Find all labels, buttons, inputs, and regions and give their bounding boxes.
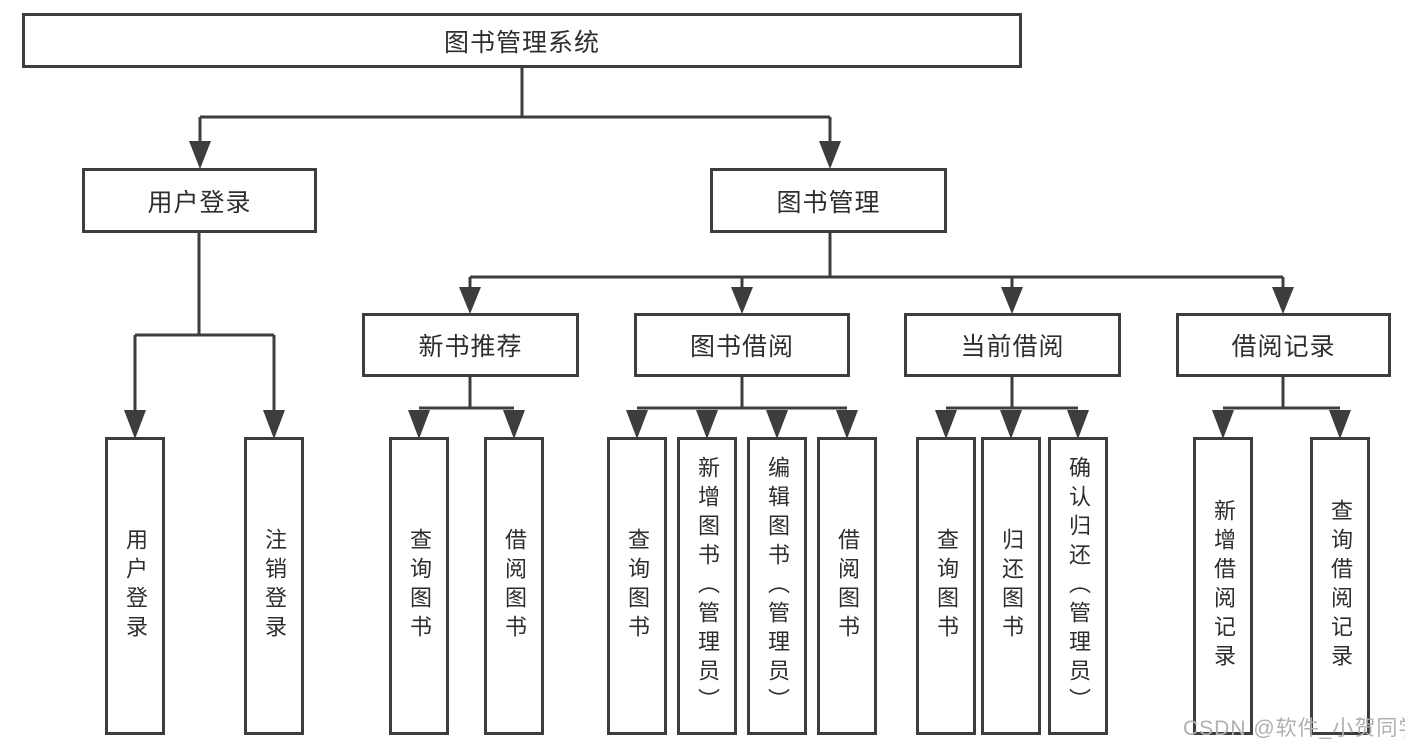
leaf-edit-books-admin: 编辑图书（管理员） xyxy=(747,437,807,735)
leaf-query-books-borrowing: 查询图书 xyxy=(607,437,667,735)
arrow-leaf-11 xyxy=(1067,410,1089,439)
connector-borrow-records-children xyxy=(1223,377,1340,410)
arrow-new-book xyxy=(459,287,481,314)
node-root-title: 图书管理系统 xyxy=(22,13,1022,68)
connector-book-borrowing-children xyxy=(637,377,847,410)
leaf-query-books-current: 查询图书 xyxy=(916,437,976,735)
connector-book-management-children xyxy=(468,233,1285,290)
node-book-borrowing: 图书借阅 xyxy=(634,313,850,377)
node-new-book-recommend: 新书推荐 xyxy=(362,313,579,377)
leaf-logout: 注销登录 xyxy=(244,437,304,735)
arrow-leaf-5 xyxy=(626,410,648,439)
leaf-borrow-books-borrowing: 借阅图书 xyxy=(817,437,877,735)
arrow-leaf-8 xyxy=(836,410,858,439)
connector-new-book-children xyxy=(419,377,514,410)
connector-root-to-level2 xyxy=(198,68,832,143)
leaf-return-books: 归还图书 xyxy=(981,437,1041,735)
arrow-user-login xyxy=(189,141,211,169)
arrow-leaf-2 xyxy=(263,410,285,439)
leaf-borrow-books-recommend: 借阅图书 xyxy=(484,437,544,735)
connector-current-borrowing-children xyxy=(946,377,1078,410)
arrow-leaf-3 xyxy=(408,410,430,439)
arrow-leaf-6 xyxy=(696,410,718,439)
leaf-confirm-return-admin: 确认归还（管理员） xyxy=(1048,437,1108,735)
leaf-query-books-recommend: 查询图书 xyxy=(389,437,449,735)
leaf-add-books-admin: 新增图书（管理员） xyxy=(677,437,737,735)
arrow-leaf-4 xyxy=(503,410,525,439)
node-current-borrowing: 当前借阅 xyxy=(904,313,1121,377)
arrow-leaf-9 xyxy=(935,410,957,439)
arrow-leaf-1 xyxy=(124,410,146,439)
node-book-management: 图书管理 xyxy=(710,168,947,233)
arrow-leaf-13 xyxy=(1329,410,1351,439)
arrowheads xyxy=(124,141,1351,439)
leaf-add-borrow-record: 新增借阅记录 xyxy=(1193,437,1253,735)
arrow-leaf-7 xyxy=(766,410,788,439)
node-user-login: 用户登录 xyxy=(82,168,317,233)
csdn-watermark: CSDN @软件_小贺同学 xyxy=(1183,717,1405,740)
arrow-leaf-12 xyxy=(1212,410,1234,439)
leaf-user-login: 用户登录 xyxy=(105,437,165,735)
arrow-book-management xyxy=(819,141,841,169)
arrow-leaf-10 xyxy=(1000,410,1022,439)
arrow-current-borrowing xyxy=(1001,287,1023,314)
connector-user-login-children xyxy=(133,233,276,412)
arrow-borrow-records xyxy=(1272,287,1294,314)
node-borrowing-records: 借阅记录 xyxy=(1176,313,1391,377)
leaf-query-borrow-record: 查询借阅记录 xyxy=(1310,437,1370,735)
arrow-book-borrowing xyxy=(731,287,753,314)
